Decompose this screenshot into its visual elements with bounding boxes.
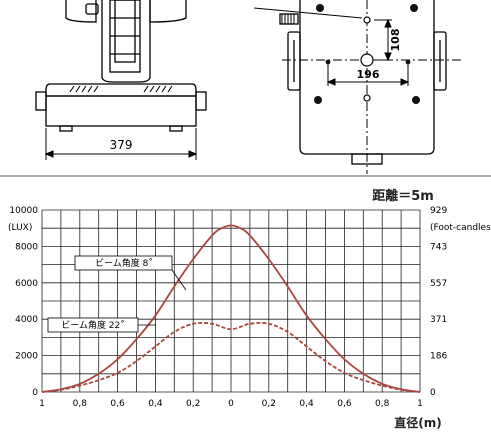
x-tick-label: 0 [228, 399, 234, 409]
center-holes [360, 16, 374, 102]
y-tick-label-right: 557 [430, 279, 447, 289]
left-foot [59, 125, 73, 132]
x-tick-label: 0,6 [110, 399, 125, 409]
illuminance-chart: 距離＝5m (LUX) (Foot-candles) 直径(m) 0 2000 40… [8, 188, 491, 430]
y-tick-label-right: 929 [430, 206, 447, 216]
x-tick-label: 0,2 [186, 399, 200, 409]
beam-8-label: ビーム角度 8˚ [95, 257, 153, 269]
x-tick-label: 0,2 [262, 399, 276, 409]
y-tick-label-left: 6000 [15, 279, 38, 289]
plate-width-label: 196 [357, 68, 380, 81]
mounting-holes [314, 4, 420, 104]
center-lines [282, 0, 462, 174]
x-tick-label: 0,6 [337, 399, 352, 409]
x-tick-label: 1 [417, 399, 423, 409]
fixture-side-view [35, 0, 207, 132]
chart-title: 距離＝5m [372, 188, 434, 204]
y-tick-label-right: 186 [430, 352, 447, 362]
right-foot [169, 125, 183, 132]
left-handle [35, 91, 47, 111]
x-tick-label: 0,8 [375, 399, 390, 409]
x-tick-label: 1 [39, 399, 45, 409]
base-vents-left [69, 85, 99, 93]
y-unit-right: (Foot-candles) [430, 223, 491, 233]
base-width-label: 379 [110, 138, 133, 152]
head-neck [101, 0, 151, 83]
cable-gland [279, 13, 299, 25]
y-tick-label-left: 2000 [15, 352, 38, 362]
left-side-handle [287, 31, 301, 91]
right-side-handle [433, 31, 447, 91]
series-beam-8-line [41, 224, 421, 393]
leader-line [253, 7, 363, 19]
x-tick-label: 0,4 [148, 399, 163, 409]
y-unit-left: (LUX) [8, 223, 32, 233]
base-top [45, 83, 197, 97]
plate-height-dimension [374, 18, 392, 62]
y-tick-label-left: 4000 [15, 315, 38, 325]
x-tick-label: 0,4 [299, 399, 314, 409]
beam-8-label-leader [171, 269, 187, 291]
y-tick-label-left: 0 [32, 388, 38, 398]
x-axis-label: 直径(m) [394, 415, 441, 430]
y-tick-label-right: 371 [430, 315, 447, 325]
y-tick-label-right: 0 [430, 388, 436, 398]
base-vents-right [143, 85, 173, 93]
y-tick-label-right: 743 [430, 242, 447, 252]
base-body [45, 95, 197, 127]
gland-ribs [281, 14, 295, 24]
plate-height-label: 108 [389, 29, 402, 52]
right-arm [149, 0, 187, 23]
y-tick-label-left: 8000 [15, 242, 38, 252]
beam-22-label: ビーム角度 22˚ [61, 319, 125, 331]
left-knob [85, 3, 99, 15]
left-arm [65, 0, 97, 23]
right-handle [195, 91, 207, 111]
x-tick-label: 0,8 [73, 399, 88, 409]
series-beam-22-line [41, 321, 421, 393]
base-width-dimension [44, 128, 198, 160]
y-tick-label-left: 10000 [9, 206, 38, 216]
head-inner-panel [114, 0, 136, 63]
beam-8-label-box [74, 255, 173, 271]
plate-width-dimension [326, 64, 410, 86]
